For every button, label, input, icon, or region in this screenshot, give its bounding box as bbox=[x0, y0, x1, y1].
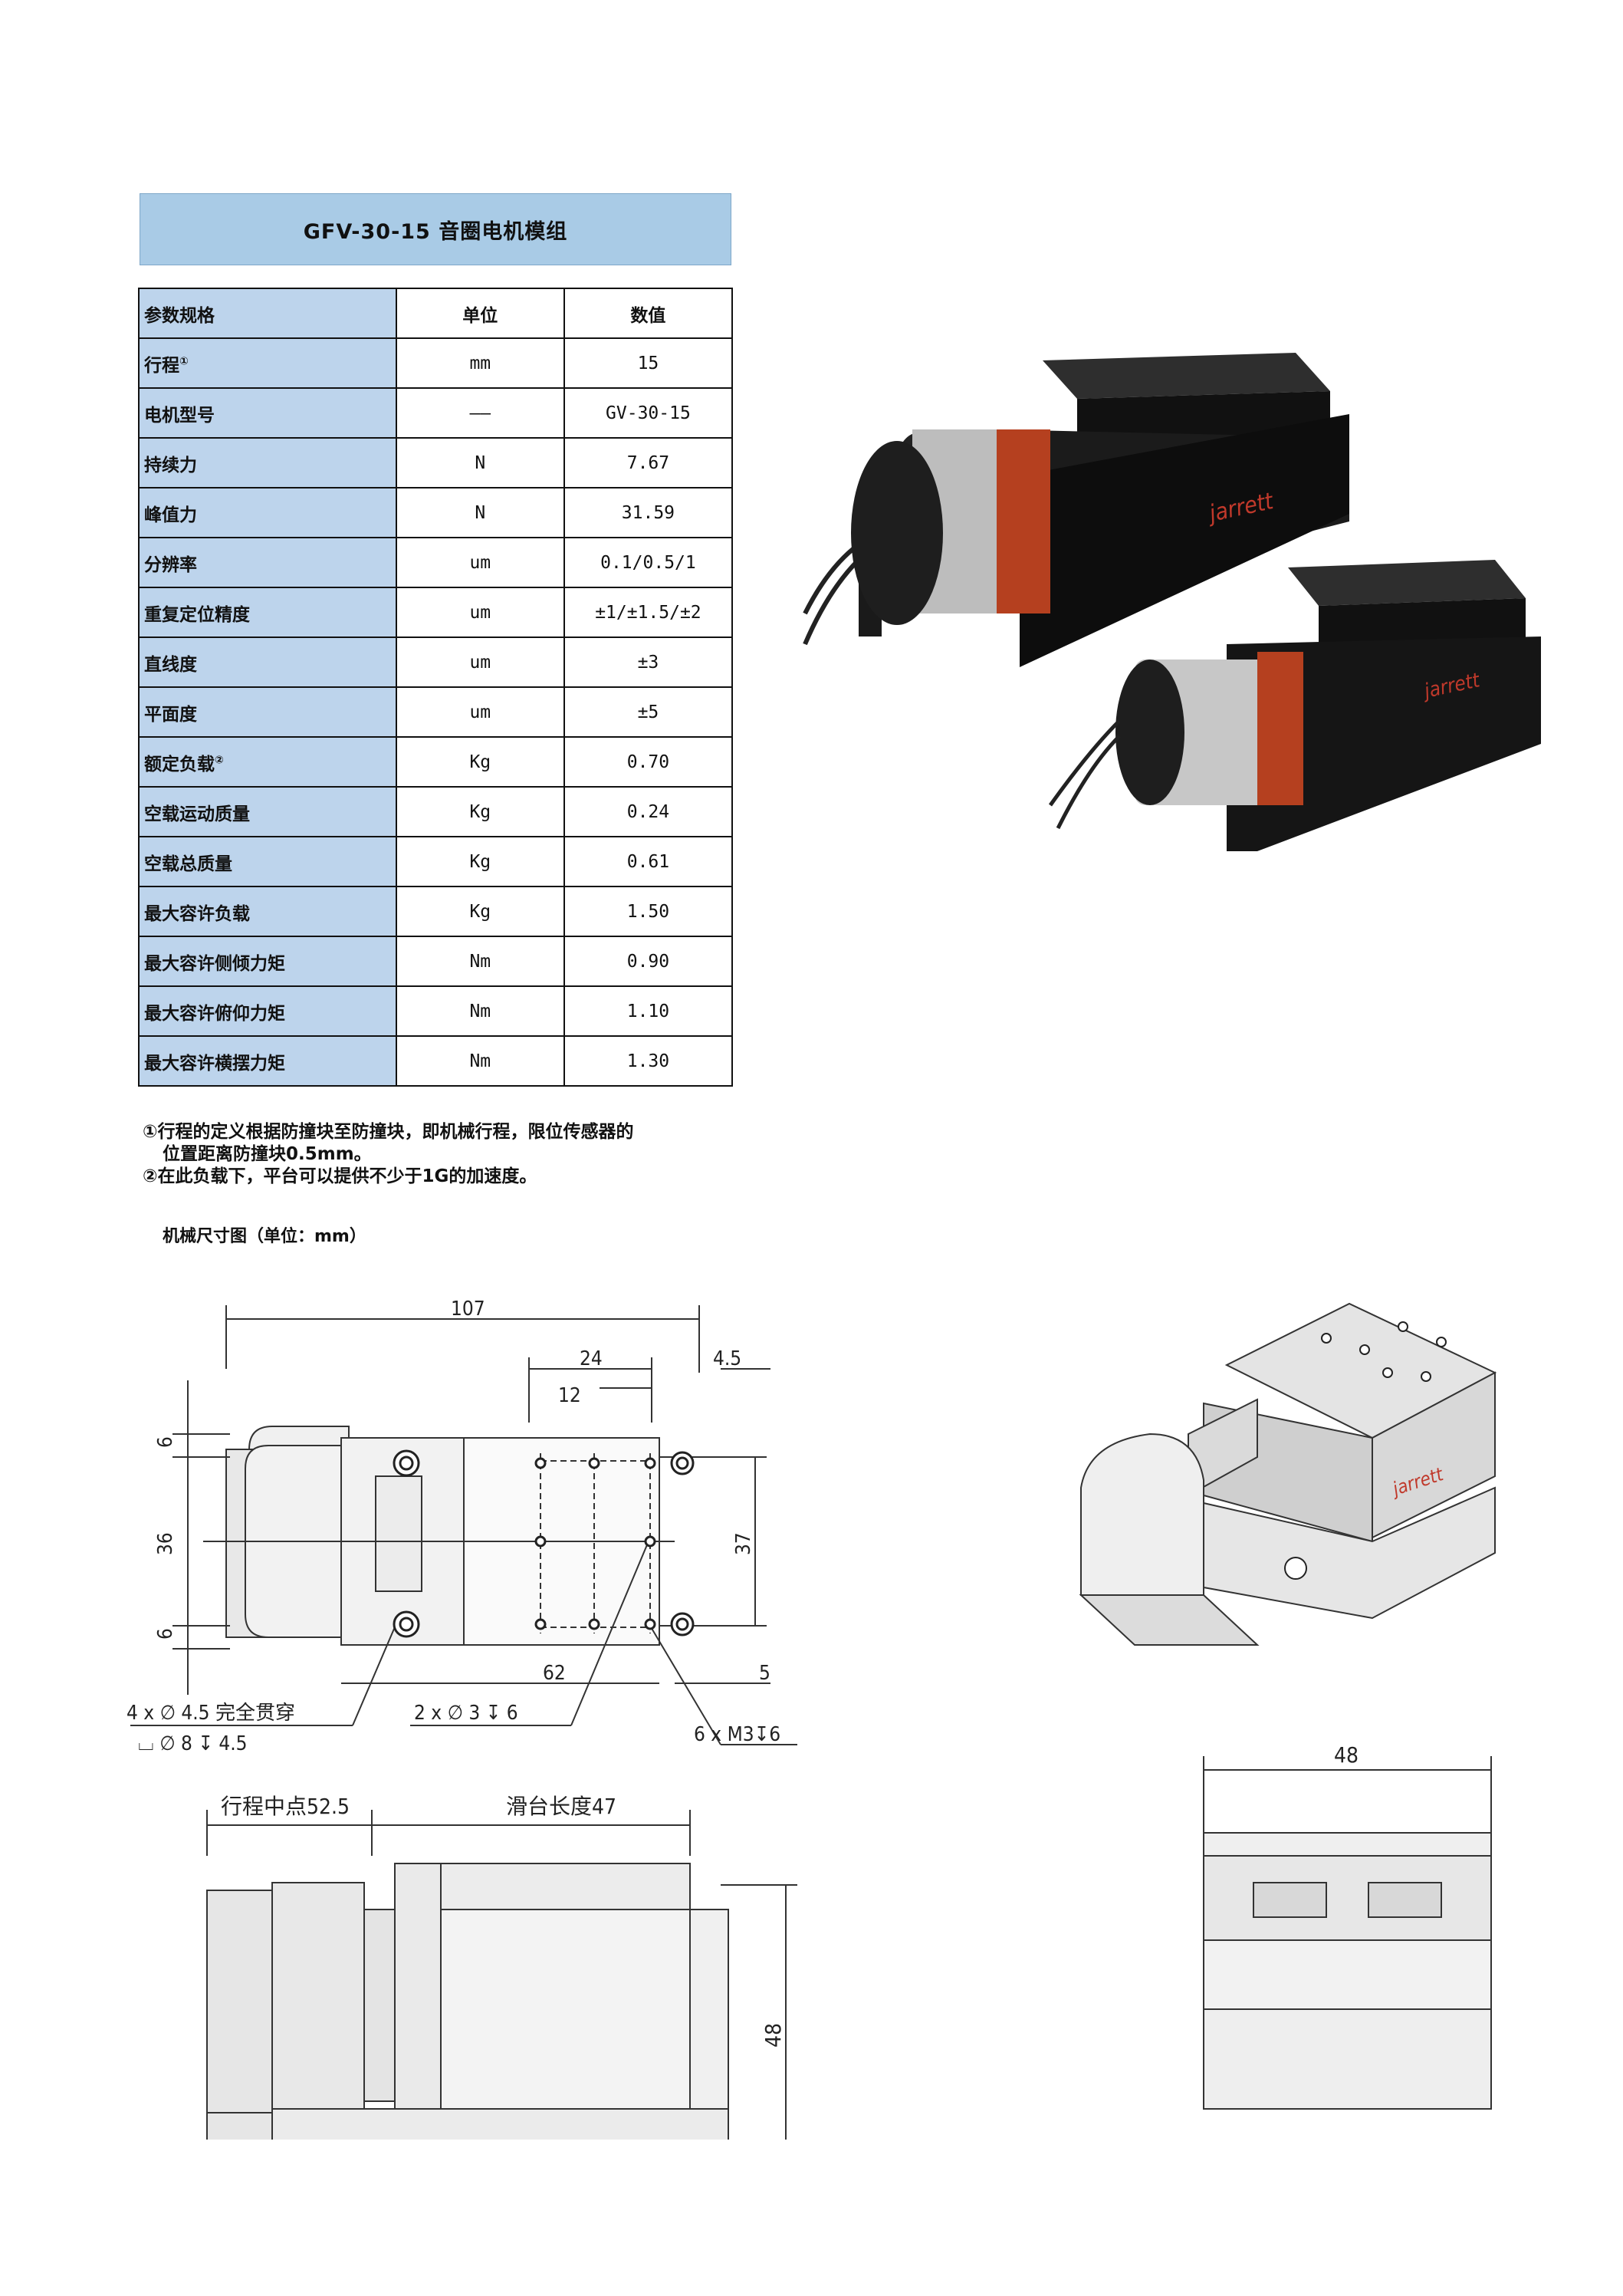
value-cell: 31.59 bbox=[563, 487, 734, 538]
value-cell: ±3 bbox=[563, 636, 734, 688]
param-cell: 平面度 bbox=[138, 686, 397, 738]
dim-107: 107 bbox=[451, 1298, 485, 1321]
value-cell: 7.67 bbox=[563, 437, 734, 488]
value-cell: 1.30 bbox=[563, 1035, 734, 1087]
param-cell: 最大容许横摆力矩 bbox=[138, 1035, 397, 1087]
value-cell: 0.1/0.5/1 bbox=[563, 537, 734, 588]
product-photo: jarrett jarrett bbox=[803, 353, 1541, 851]
footnote-marker: ② bbox=[215, 753, 224, 766]
param-cell: 持续力 bbox=[138, 437, 397, 488]
unit-cell: um bbox=[395, 686, 565, 738]
param-cell: 空载运动质量 bbox=[138, 786, 397, 837]
footnote-1: ①行程的定义根据防撞块至防撞块，即机械行程，限位传感器的 bbox=[143, 1122, 634, 1142]
drawing-caption: 机械尺寸图（单位：mm） bbox=[163, 1227, 366, 1246]
value-cell: ±1/±1.5/±2 bbox=[563, 587, 734, 638]
param-cell: 额定负载② bbox=[138, 736, 397, 788]
param-cell: 最大容许负载 bbox=[138, 886, 397, 937]
mounting-holes bbox=[393, 1449, 695, 1638]
page-title: GFV-30-15 音圈电机模组 bbox=[140, 193, 731, 265]
header-value: 数值 bbox=[563, 288, 734, 339]
table-header-row: 参数规格 单位 数值 bbox=[138, 288, 734, 339]
value-cell: 1.10 bbox=[563, 985, 734, 1037]
dim-48-side: 48 bbox=[761, 2023, 786, 2048]
hole-spec-thread: 6 x M3↧6 bbox=[694, 1723, 780, 1746]
unit-cell: um bbox=[395, 636, 565, 688]
param-cell: 最大容许俯仰力矩 bbox=[138, 985, 397, 1037]
unit-cell: Nm bbox=[395, 985, 565, 1037]
param-cell: 电机型号 bbox=[138, 387, 397, 439]
unit-cell: —— bbox=[395, 387, 565, 439]
unit-cell: mm bbox=[395, 337, 565, 389]
hole-spec-through: 4 x ∅ 4.5 完全贯穿 bbox=[126, 1702, 295, 1725]
unit-cell: Kg bbox=[395, 836, 565, 887]
unit-cell: Nm bbox=[395, 936, 565, 987]
value-cell: 1.50 bbox=[563, 886, 734, 937]
value-cell: 0.70 bbox=[563, 736, 734, 788]
unit-cell: um bbox=[395, 537, 565, 588]
dim-37: 37 bbox=[732, 1532, 755, 1555]
param-cell: 峰值力 bbox=[138, 487, 397, 538]
value-cell: GV-30-15 bbox=[563, 387, 734, 439]
dim-stroke-midpoint: 行程中点52.5 bbox=[221, 1794, 350, 1819]
dim-12: 12 bbox=[558, 1384, 581, 1407]
dim-4-5: 4.5 bbox=[713, 1347, 741, 1370]
value-cell: 0.61 bbox=[563, 836, 734, 887]
dim-6-top: 6 bbox=[154, 1436, 177, 1448]
hole-spec-counterbore: ⌴ ∅ 8 ↧ 4.5 bbox=[138, 1732, 248, 1755]
dim-62: 62 bbox=[543, 1662, 566, 1685]
unit-cell: N bbox=[395, 487, 565, 538]
value-cell: 15 bbox=[563, 337, 734, 389]
param-cell: 直线度 bbox=[138, 636, 397, 688]
stage-large-image: jarrett bbox=[803, 353, 1349, 667]
unit-cell: Kg bbox=[395, 786, 565, 837]
value-cell: 0.90 bbox=[563, 936, 734, 987]
dim-slide-length: 滑台长度47 bbox=[506, 1794, 616, 1819]
unit-cell: Kg bbox=[395, 736, 565, 788]
unit-cell: um bbox=[395, 587, 565, 638]
header-param: 参数规格 bbox=[138, 288, 397, 339]
drawing-end-view: 48 bbox=[1203, 1742, 1492, 2110]
stage-small-image: jarrett bbox=[1048, 560, 1541, 851]
dim-5: 5 bbox=[759, 1662, 770, 1685]
param-cell: 分辨率 bbox=[138, 537, 397, 588]
drawing-side-view: 行程中点52.5 滑台长度47 48 bbox=[206, 1794, 797, 2140]
footnote-2: ②在此负载下，平台可以提供不少于1G的加速度。 bbox=[143, 1166, 537, 1186]
dim-6-bottom: 6 bbox=[154, 1628, 177, 1640]
header-unit: 单位 bbox=[395, 288, 565, 339]
param-cell: 最大容许侧倾力矩 bbox=[138, 936, 397, 987]
dim-48-end: 48 bbox=[1334, 1742, 1359, 1768]
param-cell: 行程① bbox=[138, 337, 397, 389]
param-cell: 重复定位精度 bbox=[138, 587, 397, 638]
table-row: 电机型号——GV-30-15 bbox=[138, 387, 734, 439]
dim-36: 36 bbox=[154, 1532, 177, 1555]
footnotes: ①行程的定义根据防撞块至防撞块，即机械行程，限位传感器的 位置距离防撞块0.5m… bbox=[143, 1121, 633, 1188]
unit-cell: Kg bbox=[395, 886, 565, 937]
unit-cell: N bbox=[395, 437, 565, 488]
value-cell: 0.24 bbox=[563, 786, 734, 837]
value-cell: ±5 bbox=[563, 686, 734, 738]
drawing-isometric: jarrett bbox=[1079, 1302, 1497, 1646]
footnote-1-cont: 位置距离防撞块0.5mm。 bbox=[163, 1144, 372, 1164]
dim-24: 24 bbox=[580, 1347, 603, 1370]
hole-spec-dowel: 2 x ∅ 3 ↧ 6 bbox=[414, 1702, 518, 1725]
footnote-marker: ① bbox=[179, 354, 189, 367]
drawing-top-view: 107 24 4.5 12 6 36 6 37 62 5 4 x ∅ 4.5 完… bbox=[126, 1298, 797, 1755]
param-cell: 空载总质量 bbox=[138, 836, 397, 887]
unit-cell: Nm bbox=[395, 1035, 565, 1087]
